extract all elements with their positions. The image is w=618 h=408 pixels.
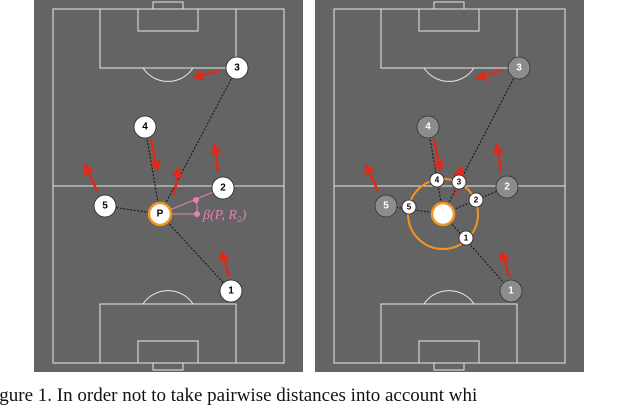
- left-field-markings: [52, 1, 285, 371]
- player-2-left-label: 2: [220, 183, 226, 194]
- projected-player-5: 5: [401, 199, 417, 215]
- left-panel: 3 4 2 5 1 P β(P, R₂): [34, 0, 303, 372]
- focus-player: [430, 201, 456, 227]
- left-players: 3 4 2 5 1 P: [93, 56, 249, 303]
- projected-player-4-label: 4: [435, 176, 440, 185]
- projected-player-1: 1: [458, 230, 474, 246]
- figure: 3 4 2 5 1 P β(P, R₂): [34, 0, 584, 372]
- player-3-left-label: 3: [234, 63, 240, 74]
- projected-player-2-label: 2: [474, 196, 479, 205]
- player-5-right-label: 5: [383, 201, 389, 212]
- figure-caption: igure 1. In order not to take pairwise d…: [0, 384, 618, 408]
- player-1-left: 1: [219, 279, 243, 303]
- right-movement-arrows: [364, 69, 511, 278]
- player-2-left: 2: [211, 176, 235, 200]
- right-field-markings: [333, 1, 566, 371]
- player-3-right: 3: [507, 56, 531, 80]
- player-5-left: 5: [93, 194, 117, 218]
- projected-player-3: 3: [451, 174, 467, 190]
- player-1-right: 1: [499, 279, 523, 303]
- player-2-right: 2: [495, 175, 519, 199]
- projected-player-1-label: 1: [464, 234, 469, 243]
- player-p-left: P: [147, 201, 173, 227]
- projected-player-4: 4: [429, 172, 445, 188]
- player-1-right-label: 1: [508, 286, 514, 297]
- player-p-left-label: P: [157, 209, 164, 220]
- player-5-left-label: 5: [102, 201, 108, 212]
- player-3-right-label: 3: [516, 63, 522, 74]
- projected-player-5-label: 5: [407, 203, 412, 212]
- left-movement-arrows: [83, 69, 231, 278]
- player-4-left: 4: [133, 115, 157, 139]
- angle-label: β(P, R₂): [202, 208, 247, 223]
- player-1-left-label: 1: [228, 286, 234, 297]
- player-4-right: 4: [416, 115, 440, 139]
- right-players: 3 4 2 5 1: [374, 56, 531, 303]
- player-2-right-label: 2: [504, 182, 510, 193]
- figure-caption-text: igure 1. In order not to take pairwise d…: [0, 385, 478, 406]
- right-panel: 3 4 2 5 1: [315, 0, 584, 372]
- player-3-left: 3: [225, 56, 249, 80]
- projected-player-3-label: 3: [457, 178, 462, 187]
- player-4-left-label: 4: [142, 122, 148, 133]
- player-4-right-label: 4: [425, 122, 431, 133]
- projected-player-2: 2: [468, 192, 484, 208]
- player-5-right: 5: [374, 194, 398, 218]
